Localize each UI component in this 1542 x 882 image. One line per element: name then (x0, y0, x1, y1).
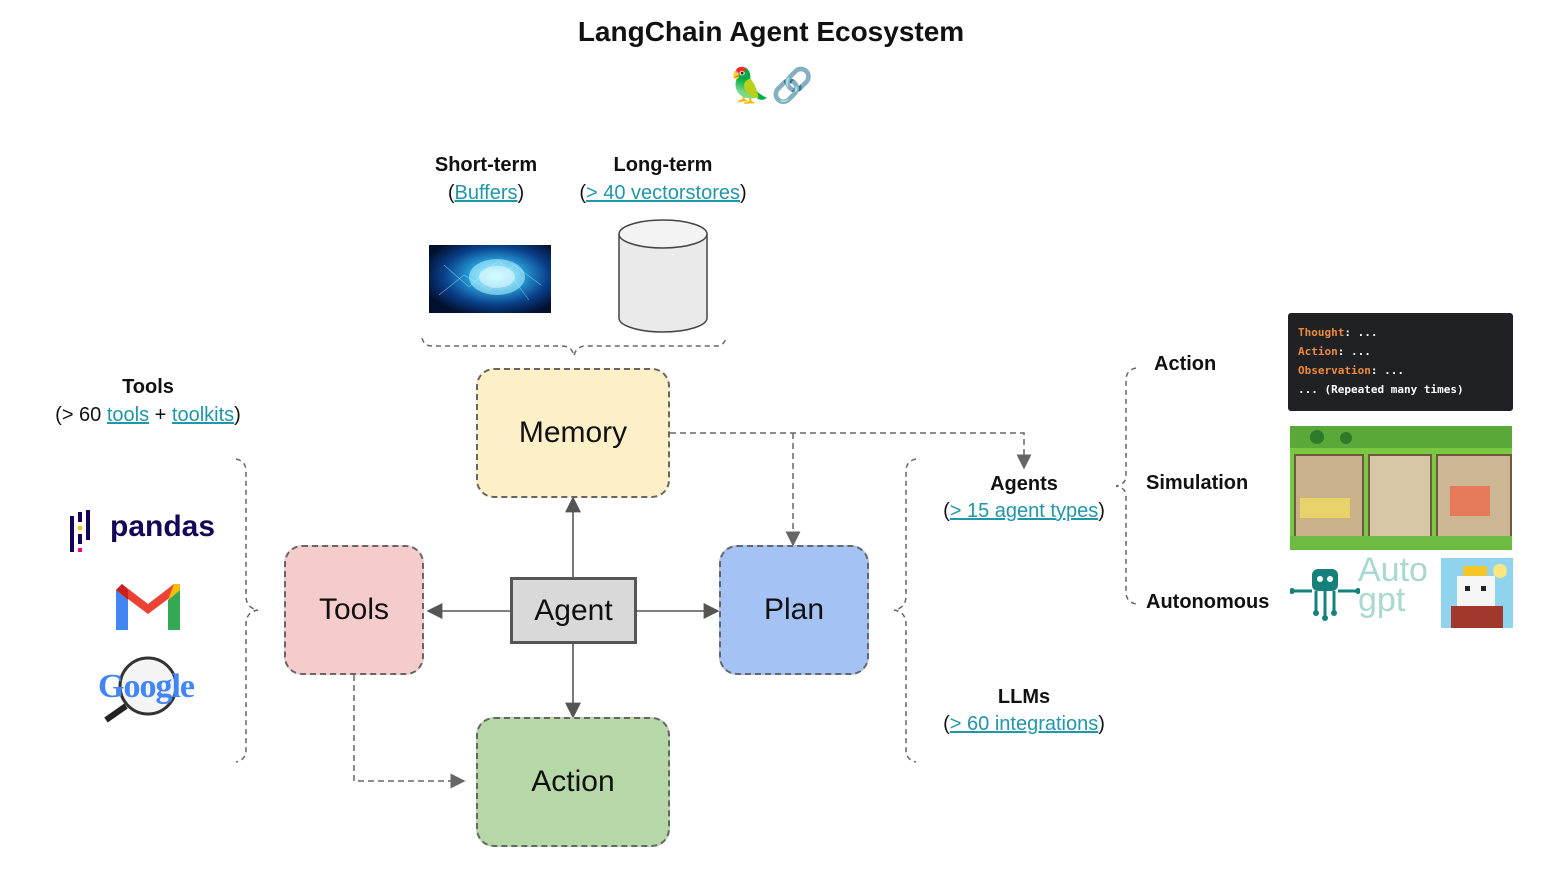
robot-octopus-icon (1290, 569, 1360, 621)
tools-brace (235, 458, 259, 763)
short-term-subtitle: (Buffers) (447, 182, 525, 204)
tools-node-label: Tools (318, 593, 390, 626)
pandas-mark-icon (70, 510, 90, 552)
agent-type-simulation: Simulation (1146, 472, 1249, 494)
pandas-logo: pandas (68, 508, 238, 556)
agent-type-autonomous: Autonomous (1146, 591, 1270, 613)
long-term-heading: Long-term (613, 154, 713, 176)
brain-image (429, 245, 551, 313)
parrot-link-emoji: 🦜🔗 (728, 67, 814, 105)
long-term-subtitle: (> 40 vectorstores) (579, 182, 747, 204)
memory-node: Memory (476, 368, 670, 498)
pandas-wordmark: pandas (110, 510, 216, 543)
database-icon (618, 219, 708, 333)
integrations-link[interactable]: > 60 integrations (949, 713, 1099, 735)
google-logo: Google (98, 654, 218, 724)
memory-brace (421, 337, 727, 357)
brain-network-graphic (438, 259, 542, 301)
tools-heading: Tools (122, 376, 174, 398)
gmail-icon (116, 584, 180, 630)
tools-link[interactable]: tools (106, 404, 150, 426)
llms-subtitle: (> 60 integrations) (943, 713, 1105, 735)
dashed-memory-to-agents (670, 432, 1032, 470)
tools-node: Tools (284, 545, 424, 675)
simulation-image (1290, 426, 1512, 550)
agent-node-label: Agent (534, 593, 613, 627)
short-term-heading: Short-term (434, 154, 538, 176)
action-node: Action (476, 717, 670, 847)
llms-heading: LLMs (997, 686, 1051, 708)
buffers-link[interactable]: Buffers (454, 182, 518, 204)
agent-types-brace (1115, 367, 1137, 605)
vectorstores-link[interactable]: > 40 vectorstores (586, 182, 740, 204)
agent-type-action: Action (1154, 353, 1217, 375)
magnifier-icon (104, 656, 178, 723)
action-node-label: Action (531, 765, 615, 798)
diagram-title: LangChain Agent Ecosystem (577, 16, 965, 47)
memory-node-label: Memory (518, 416, 628, 449)
google-wordmark: Google (98, 668, 195, 705)
autogpt-logo: Auto gpt (1290, 551, 1438, 629)
toolkits-link[interactable]: toolkits (171, 404, 235, 426)
agents-subtitle: (> 15 agent types) (943, 500, 1105, 522)
plan-node: Plan (719, 545, 869, 675)
agent-types-link[interactable]: > 15 agent types (949, 500, 1099, 522)
agents-heading: Agents (990, 473, 1058, 495)
dashed-tools-to-action (353, 675, 466, 789)
agents-llms-brace (893, 458, 917, 763)
autogpt-wordmark: Auto gpt (1358, 551, 1428, 619)
react-trace-terminal: Thought: ... Action: ... Observation: ..… (1288, 313, 1513, 411)
tools-subtitle: (> 60 tools + toolkits) (55, 404, 241, 426)
pixel-king-avatar (1441, 558, 1513, 628)
agent-node: Agent (510, 577, 637, 644)
plan-node-label: Plan (763, 593, 825, 626)
